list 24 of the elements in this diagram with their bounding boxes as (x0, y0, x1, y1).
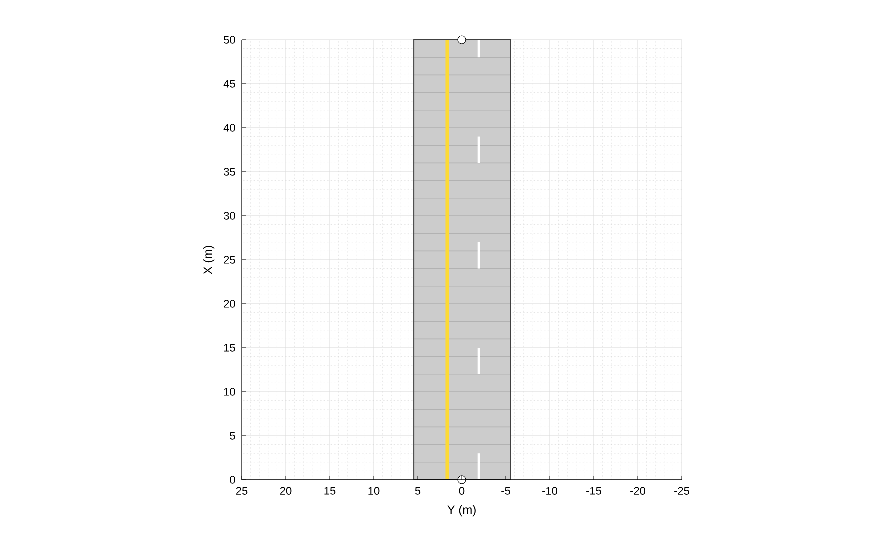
axis-title: Y (m) (448, 505, 476, 517)
tick-label: 25 (236, 487, 248, 495)
tick-label: 50 (224, 36, 236, 44)
tick-label: 25 (224, 256, 236, 264)
axis-title: X (m) (203, 246, 215, 274)
tick-label: 15 (324, 487, 336, 495)
tick-label: 35 (224, 168, 236, 176)
tick-label: 45 (224, 80, 236, 88)
tick-label: 10 (368, 487, 380, 495)
tick-label: 0 (459, 487, 465, 495)
tick-label: -20 (630, 487, 646, 495)
tick-label: 0 (230, 476, 236, 484)
tick-label: -25 (674, 487, 690, 495)
tick-label: -10 (542, 487, 558, 495)
tick-label: 5 (415, 487, 421, 495)
tick-label: 10 (224, 388, 236, 396)
tick-label: -5 (502, 487, 510, 495)
tick-label: 40 (224, 124, 236, 132)
tick-label: 20 (224, 300, 236, 308)
tick-label: 20 (280, 487, 292, 495)
tick-label: 30 (224, 212, 236, 220)
tick-label: 5 (230, 432, 236, 440)
tick-label: -15 (586, 487, 602, 495)
tick-label: 15 (224, 344, 236, 352)
